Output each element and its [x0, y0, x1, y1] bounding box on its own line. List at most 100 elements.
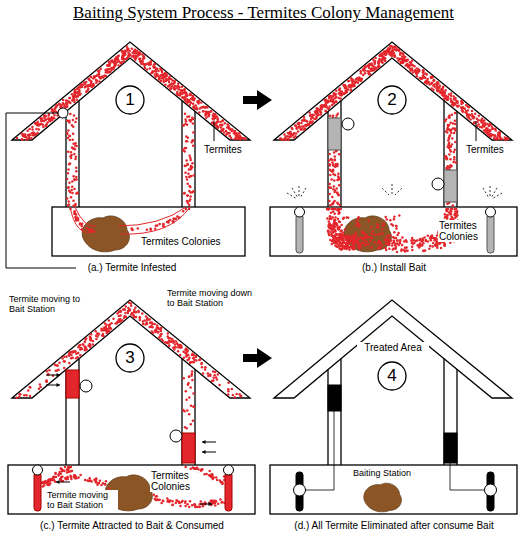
termite-dot [401, 55, 404, 58]
termite-dot [233, 130, 236, 133]
termite-dot [67, 137, 70, 140]
termite-dot [331, 243, 334, 246]
termite-dot [67, 168, 70, 171]
termite-dot [349, 241, 352, 244]
termite-dot [351, 242, 354, 245]
termite-dot [75, 145, 78, 148]
termite-dot [332, 170, 335, 173]
termite-dot [211, 122, 214, 125]
termite-dot [412, 71, 415, 74]
termite-dot [72, 119, 75, 122]
termite-dot [84, 86, 87, 89]
termite-dot [334, 155, 337, 158]
termite-dot [462, 107, 465, 110]
termite-dot [53, 110, 56, 113]
termite-dot [454, 141, 457, 144]
termite-dot [450, 145, 453, 148]
termite-dot [332, 115, 335, 118]
termite-dot [451, 100, 454, 103]
termite-dot [184, 172, 187, 175]
termite-dot [326, 101, 329, 104]
termite-dot [67, 186, 70, 189]
termite-dot [74, 142, 77, 145]
termite-dot [192, 103, 195, 106]
termite-dot [131, 47, 134, 50]
termite-dot [507, 138, 510, 141]
termite-dot [444, 157, 447, 160]
termite-dot [163, 226, 166, 229]
wall [181, 101, 182, 207]
termite-dot [329, 215, 332, 218]
termite-dot [30, 137, 33, 140]
termite-dot [446, 165, 449, 168]
termite-dot [456, 105, 459, 108]
termite-dot [67, 200, 70, 203]
termite-dot [338, 210, 341, 213]
termite-dot [424, 72, 427, 75]
termite-dot [81, 222, 84, 225]
termite-dot [393, 52, 396, 55]
termite-dot [309, 113, 312, 116]
termite-dot [397, 59, 400, 62]
termite-dot [75, 176, 78, 179]
termite-dot [31, 128, 34, 131]
termite-dot [474, 112, 477, 115]
termite-dot [449, 97, 452, 100]
termite-dot [333, 235, 336, 238]
termite-dot [295, 127, 298, 130]
termite-dot [205, 106, 208, 109]
termite-dot [67, 172, 70, 175]
termite-dot [337, 113, 340, 116]
termite-dot [402, 62, 405, 65]
termite-dot [110, 59, 113, 62]
termite-dot [143, 55, 146, 58]
termite-dot [394, 55, 397, 58]
termite-dot [287, 138, 290, 141]
termite-dot [337, 227, 340, 230]
termite-dot [66, 100, 69, 103]
roof [274, 42, 512, 140]
termite-dot [221, 124, 224, 127]
termite-dot [454, 120, 457, 123]
termite-dot [335, 90, 338, 93]
termite-dot [300, 122, 303, 125]
termite-dot [73, 210, 76, 213]
termite-dot [189, 198, 192, 201]
termite-dot [315, 113, 318, 116]
termite-dot [368, 66, 371, 69]
termite-dot [330, 228, 333, 231]
termite-dot [182, 149, 185, 152]
termite-dot [321, 106, 324, 109]
termite-dot [63, 105, 66, 108]
termite-dot [336, 223, 339, 226]
termite-dot [189, 186, 192, 189]
termite-dot [62, 102, 65, 105]
termite-dot [441, 94, 444, 97]
termite-dot [337, 172, 340, 175]
termite-dot [89, 85, 92, 88]
termite-dot [161, 71, 164, 74]
termite-dot [167, 85, 170, 88]
termite-dot [180, 89, 183, 92]
termite-dot [120, 62, 123, 65]
termite-dot [389, 45, 392, 48]
termite-dot [334, 216, 337, 219]
termite-dot [73, 101, 76, 104]
termite-dot [315, 117, 318, 120]
termite-dot [72, 96, 75, 99]
termite-dot [337, 175, 340, 178]
termite-dot [138, 58, 141, 61]
termite-dot [202, 110, 205, 113]
termite-dot [355, 240, 358, 243]
termite-dot [53, 114, 56, 117]
termite-dot [121, 58, 124, 61]
termite-dot [216, 121, 219, 124]
termite-dot [40, 117, 43, 120]
termite-dot [135, 57, 138, 60]
termite-dot [341, 248, 344, 251]
termite-dot [445, 97, 448, 100]
termite-dot [450, 150, 453, 153]
termite-dot [332, 227, 335, 230]
termite-dot [204, 113, 207, 116]
termite-dot [126, 48, 129, 51]
